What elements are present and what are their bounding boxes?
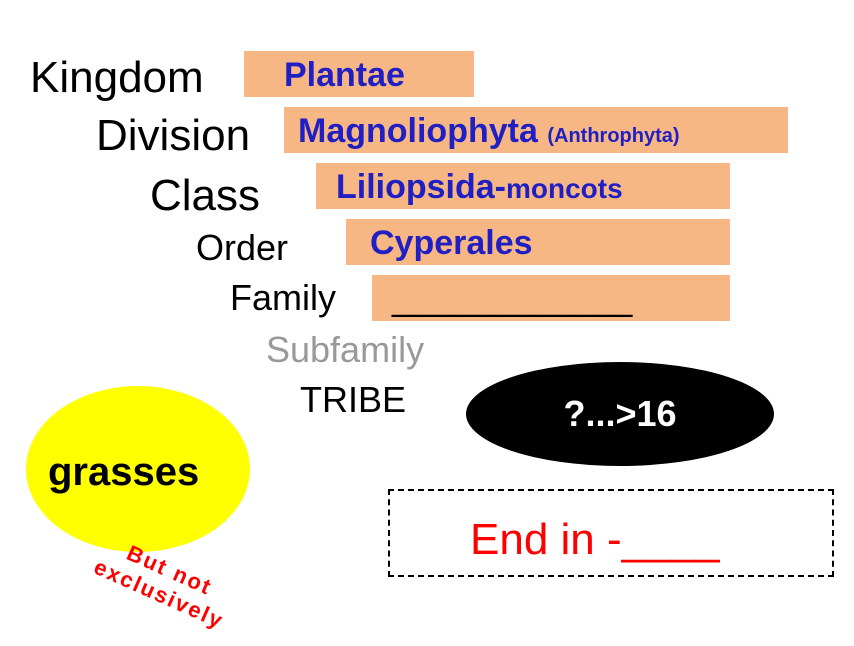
class-value: Liliopsida-moncots — [336, 170, 623, 204]
rank-kingdom: Kingdom — [30, 53, 204, 102]
kingdom-value-box — [244, 51, 474, 97]
order-value-box — [346, 219, 730, 265]
tribe-count-oval: ?...>16 — [466, 362, 774, 466]
rank-subfamily: Subfamily — [266, 329, 425, 370]
tribe-count: ?...>16 — [563, 393, 677, 434]
kingdom-value: Plantae — [284, 56, 405, 94]
family-value-box — [372, 275, 730, 321]
rank-tribe: TRIBE — [300, 379, 407, 420]
class-name: Liliopsida- — [336, 168, 506, 206]
grasses-oval — [26, 386, 250, 552]
division-note: (Anthrophyta) — [547, 125, 680, 147]
family-blank: ____________ — [392, 277, 633, 318]
class-value-box — [316, 163, 730, 209]
ending-box — [388, 489, 834, 577]
order-value: Cyperales — [370, 224, 533, 262]
rank-family: Family — [230, 277, 336, 318]
division-value: Magnoliophyta (Anthrophyta) — [298, 114, 680, 148]
grasses-label: grasses — [48, 450, 200, 494]
division-name: Magnoliophyta — [298, 112, 538, 150]
rank-division: Division — [96, 111, 251, 160]
class-note: moncots — [506, 173, 623, 204]
ending-text: End in -____ — [470, 515, 720, 564]
rank-order: Order — [196, 227, 289, 268]
division-value-box — [284, 107, 788, 153]
rank-class: Class — [150, 171, 261, 220]
